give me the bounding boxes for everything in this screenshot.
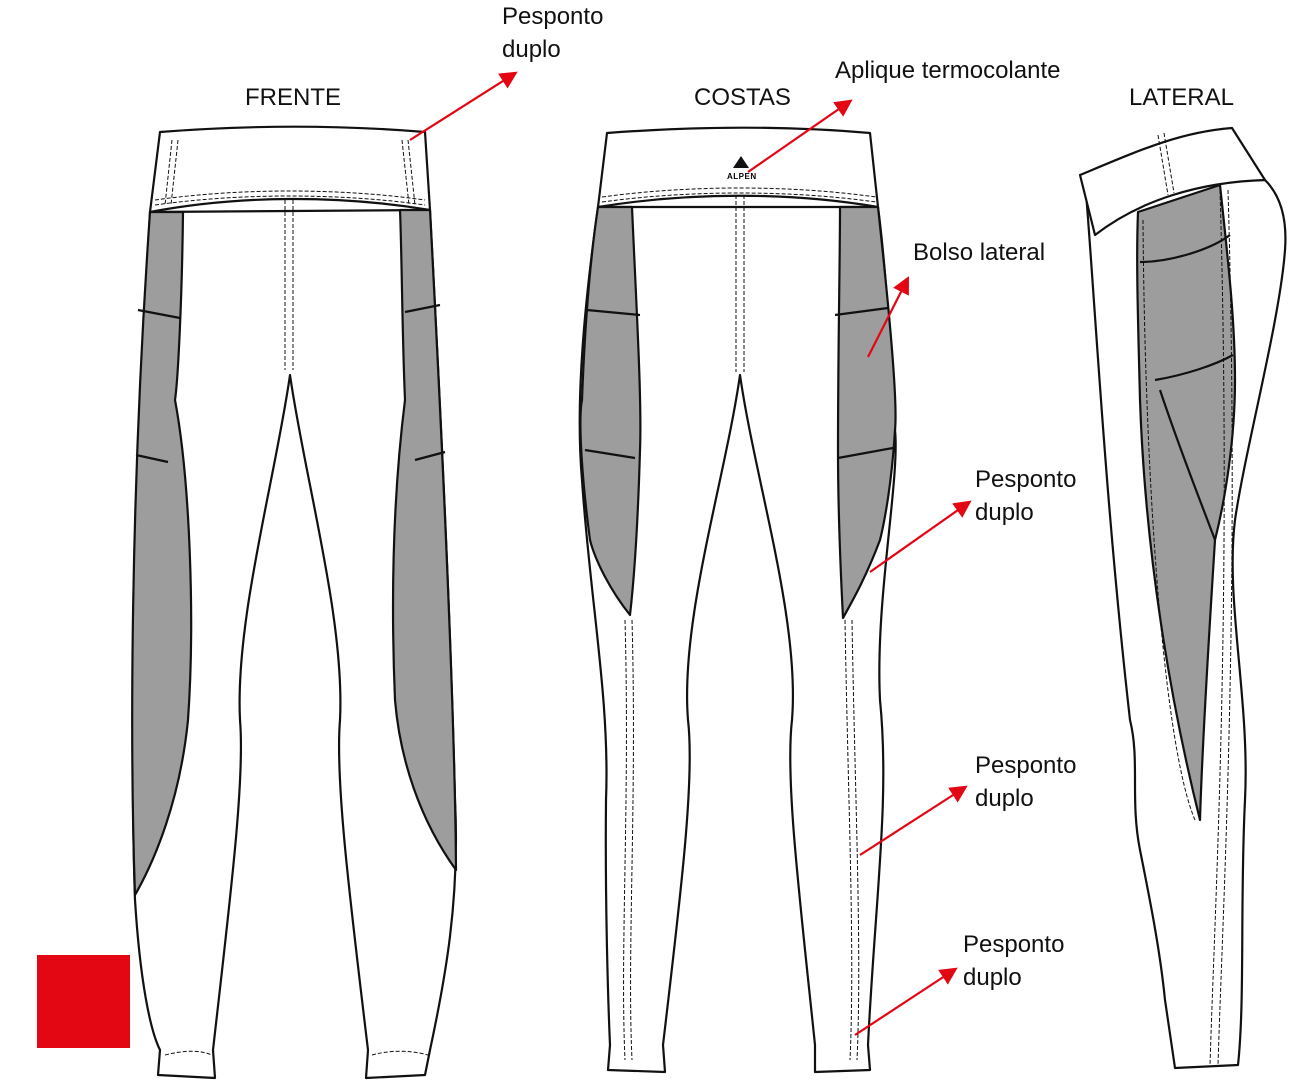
arrow-logo <box>747 99 853 173</box>
callout-heat-applique: Aplique termocolante <box>835 57 1061 84</box>
arrow-panel-seam <box>869 500 972 573</box>
view-label-side: LATERAL <box>1129 84 1234 111</box>
back-panel-left <box>579 205 642 617</box>
view-label-front: FRENTE <box>245 84 341 111</box>
callout-arrows <box>409 71 972 1036</box>
alpen-logo-icon <box>733 156 749 168</box>
arrow-waist-front <box>409 71 518 141</box>
front-panel-right <box>391 208 458 872</box>
arrow-hem <box>854 967 958 1036</box>
view-label-back: COSTAS <box>694 84 791 111</box>
front-waistband <box>148 125 432 214</box>
front-leggings <box>131 125 458 1080</box>
callout-side-pocket: Bolso lateral <box>913 239 1046 266</box>
back-leggings <box>578 126 897 1074</box>
side-panel <box>1136 183 1237 822</box>
side-leggings <box>1078 126 1287 1070</box>
arrow-leg-seam <box>859 785 968 856</box>
back-legs-outline <box>578 205 897 1074</box>
logo-text: ALPEN <box>727 172 757 181</box>
front-panel-left <box>131 210 193 897</box>
color-swatch-red <box>37 955 130 1048</box>
arrow-pocket <box>867 276 909 358</box>
